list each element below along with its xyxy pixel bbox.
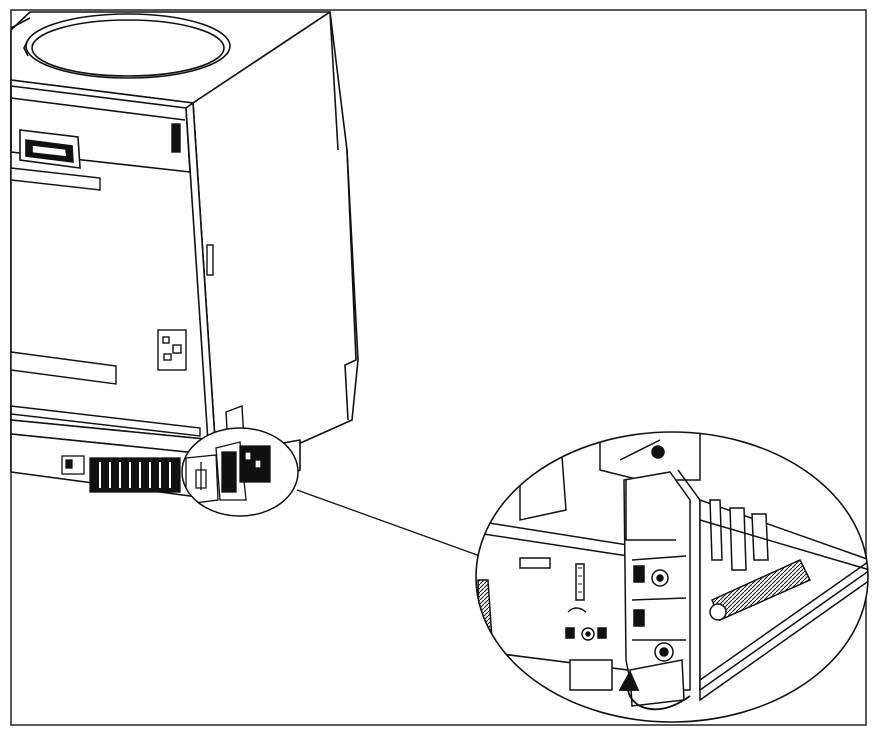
control-panel: [157, 123, 214, 371]
kick-plate-vent: [61, 455, 181, 493]
detail-circle-small: [181, 427, 299, 517]
detail-callout-line: [296, 489, 481, 557]
rotation-arrow: [618, 669, 691, 711]
front-strips: [10, 167, 201, 437]
detail-magnified-circle: [475, 431, 869, 723]
door-handle: [19, 129, 81, 169]
top-round-panel: [10, 13, 231, 79]
